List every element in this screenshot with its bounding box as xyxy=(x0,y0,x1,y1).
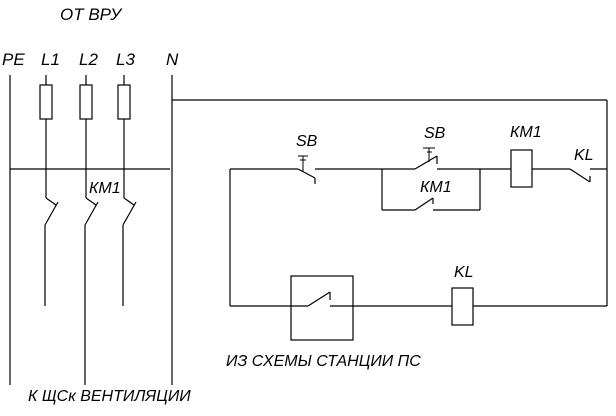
fire-station-box xyxy=(290,275,354,341)
relay-coil-label: KL xyxy=(454,264,474,281)
main-contact-l3 xyxy=(122,201,137,226)
bus-label-l3: L3 xyxy=(116,50,135,69)
phase-l2 xyxy=(79,75,99,385)
self-hold-label: КМ1 xyxy=(420,179,452,196)
relay-contact xyxy=(569,168,607,183)
fuse-l2 xyxy=(79,84,93,120)
fuse-l1 xyxy=(39,84,53,120)
main-contact-l2 xyxy=(84,201,99,226)
start-button-label: SB xyxy=(424,125,446,142)
stop-button-label: SB xyxy=(296,133,318,150)
fire-station-contact xyxy=(307,291,452,307)
main-contactor-label: КМ1 xyxy=(89,180,121,197)
contact-terminal-l2 xyxy=(85,197,97,206)
bus-label-pe: PE xyxy=(2,50,25,69)
main-contact-l1 xyxy=(44,201,59,226)
phase-l1 xyxy=(39,75,59,306)
fuse-l3 xyxy=(117,84,131,120)
destination-caption: К ЩСк ВЕНТИЛЯЦИИ xyxy=(28,388,191,405)
stop-button xyxy=(297,155,316,184)
start-button xyxy=(414,147,438,170)
self-hold-branch xyxy=(381,169,481,211)
source-label: ОТ ВРУ xyxy=(60,5,123,24)
contactor-coil-label: КМ1 xyxy=(510,124,542,141)
bus-label-n: N xyxy=(166,50,179,69)
relay-contact-label: KL xyxy=(574,147,594,164)
relay-coil xyxy=(451,287,474,326)
contact-terminal-l3 xyxy=(123,197,135,206)
fire-station-caption: ИЗ СХЕМЫ СТАНЦИИ ПС xyxy=(226,353,421,370)
bus-label-l2: L2 xyxy=(79,50,98,69)
contact-terminal-l1 xyxy=(45,197,57,206)
contactor-coil xyxy=(510,149,533,188)
bus-label-l1: L1 xyxy=(41,50,60,69)
phase-l3 xyxy=(117,75,137,306)
